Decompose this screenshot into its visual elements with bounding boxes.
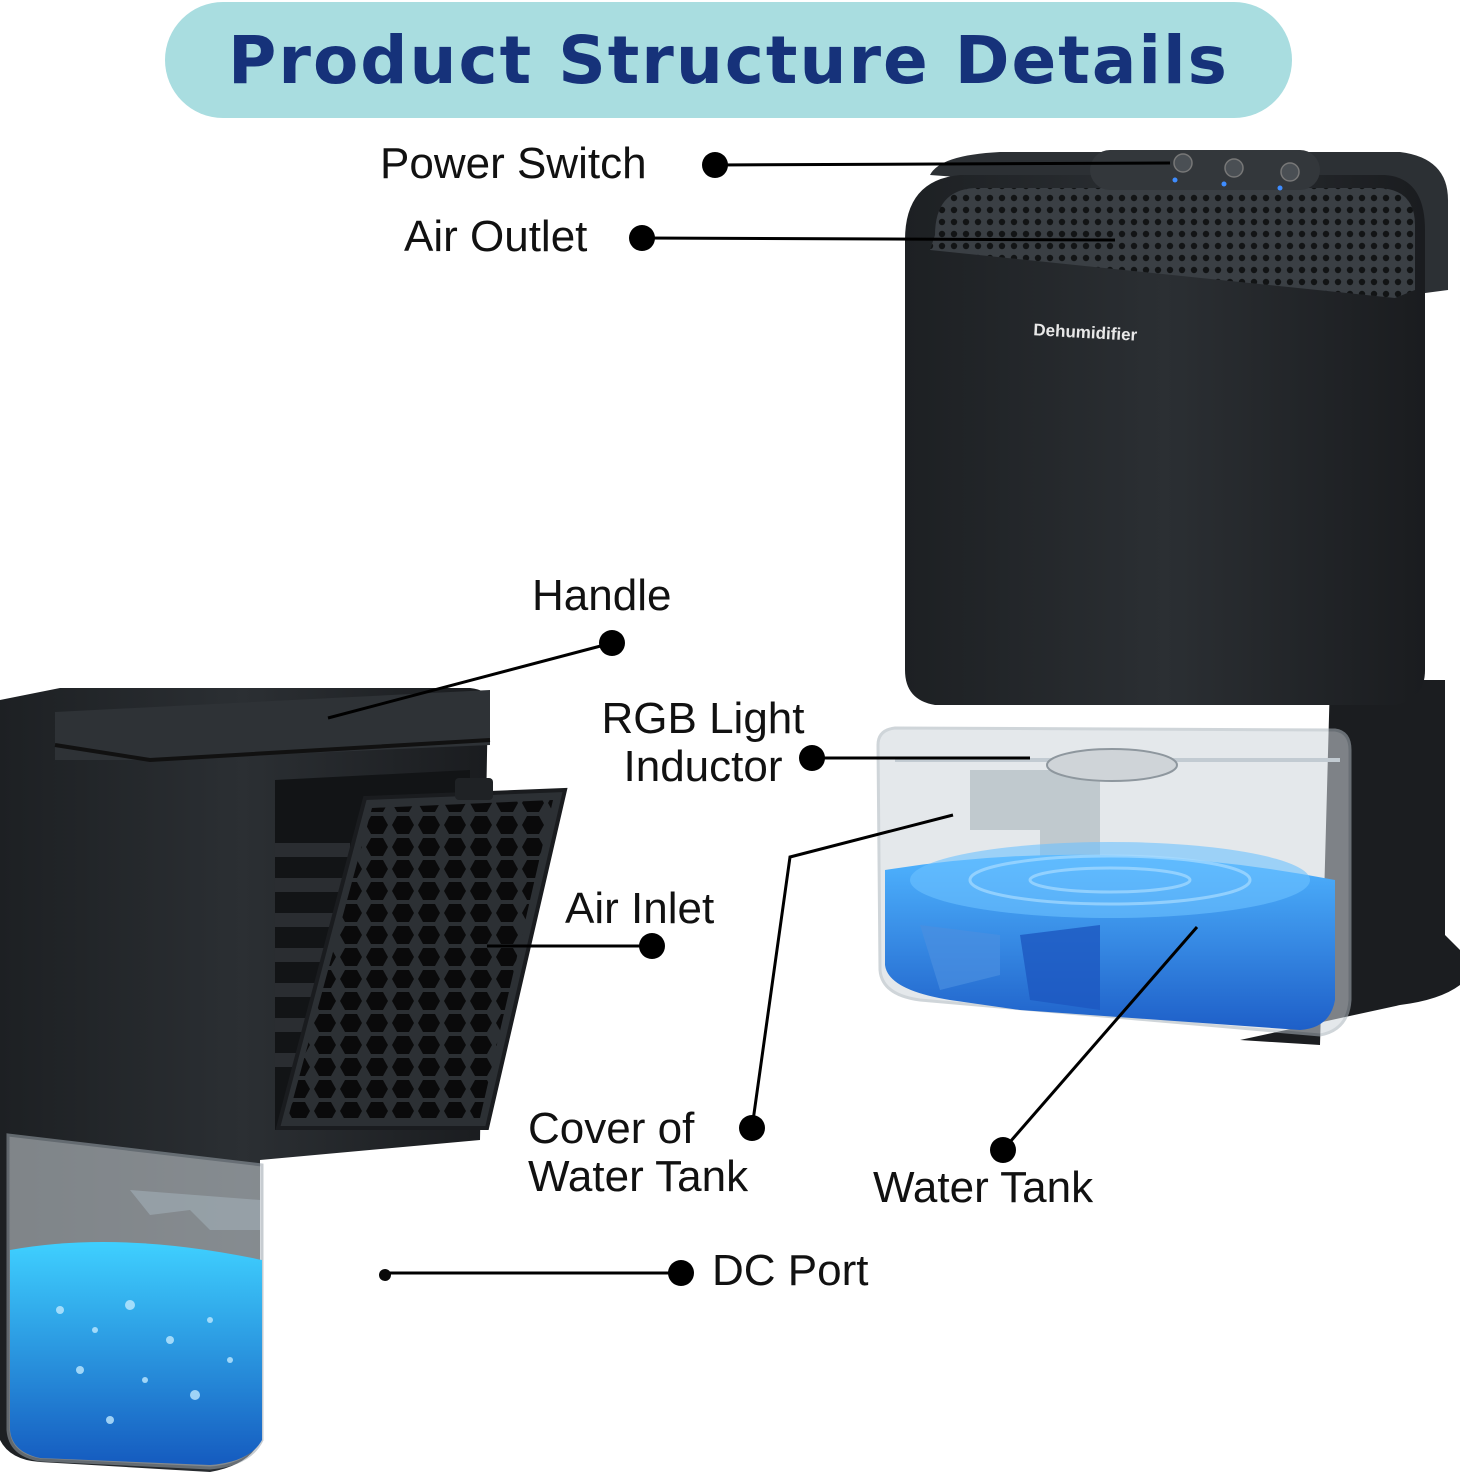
rear-tank-water (10, 1242, 262, 1465)
page-title: Product Structure Details (228, 21, 1229, 99)
label-power-switch: Power Switch (380, 139, 647, 188)
label-air-inlet: Air Inlet (565, 884, 715, 933)
label-rgb-line2: Inductor (623, 742, 783, 791)
rgb-light-sensor (1046, 748, 1178, 782)
label-rgb-line1: RGB Light (601, 694, 805, 743)
title-banner: Product Structure Details (165, 2, 1292, 118)
control-panel (1090, 150, 1320, 190)
callout-line-water-tank (1001, 926, 1199, 1151)
label-rgb-light-inductor: RGB Light Inductor (578, 695, 828, 791)
label-cover-line2: Water Tank (528, 1152, 749, 1201)
dehumidifier-front-view: Dehumidifier (876, 150, 1460, 1045)
callout-dot-rgb-inductor (799, 745, 825, 771)
mode-button-icon (1280, 162, 1300, 182)
light-button-icon (1224, 158, 1244, 178)
callout-line-air-outlet (641, 236, 1116, 242)
tank-float (970, 770, 1100, 860)
label-handle: Handle (532, 571, 672, 620)
callout-dot-handle (599, 630, 625, 656)
callout-dot-dc-port (668, 1260, 694, 1286)
label-cover-of-water-tank: Cover of Water Tank (528, 1105, 748, 1201)
label-cover-line1: Cover of (528, 1104, 695, 1153)
label-air-outlet: Air Outlet (404, 212, 588, 261)
label-dc-port: DC Port (712, 1246, 869, 1295)
panel-latch (455, 778, 493, 800)
callout-dot-cover (739, 1115, 765, 1141)
main-body (905, 175, 1425, 705)
power-button-icon (1173, 153, 1193, 173)
callout-line-power-switch (714, 161, 1171, 167)
callout-lines (327, 161, 1199, 1275)
callout-dot-water-tank (990, 1137, 1016, 1163)
callout-dot-air-outlet (629, 225, 655, 251)
dc-port (379, 1269, 391, 1281)
callout-dots (599, 152, 1016, 1286)
callout-dot-power-switch (702, 152, 728, 178)
callout-line-cover (750, 813, 954, 1129)
label-water-tank: Water Tank (873, 1163, 1094, 1212)
callout-dot-air-inlet (639, 933, 665, 959)
handle (55, 690, 490, 760)
callout-line-handle (327, 641, 613, 720)
dehumidifier-rear-view (0, 688, 568, 1472)
